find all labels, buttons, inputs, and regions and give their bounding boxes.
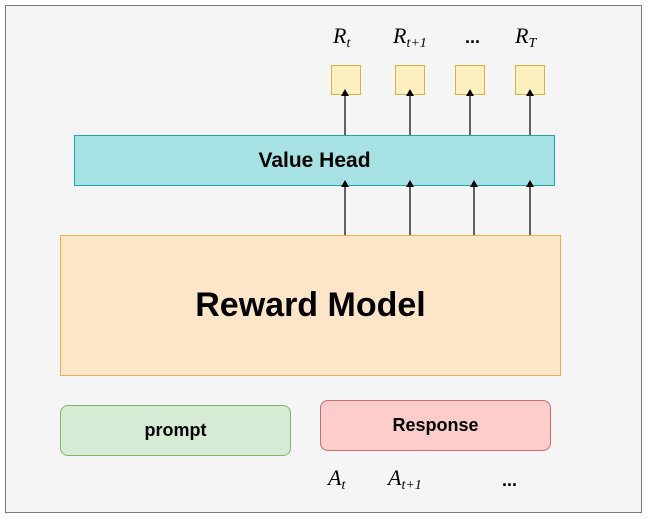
reward-square-T <box>515 65 545 95</box>
action-label-t: At <box>328 465 346 493</box>
reward-label-t-plus-1: Rt+1 <box>393 23 427 51</box>
reward-model-box: Reward Model <box>60 235 561 376</box>
reward-model-label: Reward Model <box>195 286 426 324</box>
action-label-ellipsis: ... <box>502 470 518 490</box>
action-label-t-plus-1: At+1 <box>388 465 422 493</box>
reward-square-t-plus-1 <box>395 65 425 95</box>
value-head-box: Value Head <box>74 135 555 186</box>
value-head-label: Value Head <box>258 148 371 172</box>
reward-label-T: RT <box>515 23 537 51</box>
prompt-box: prompt <box>60 405 291 456</box>
reward-square-t <box>331 65 361 95</box>
response-label: Response <box>392 415 479 435</box>
reward-label-t: Rt <box>333 23 351 51</box>
prompt-label: prompt <box>144 420 207 440</box>
reward-square-ellipsis <box>455 65 485 95</box>
response-box: Response <box>320 400 551 451</box>
reward-label-ellipsis: ... <box>465 27 481 47</box>
